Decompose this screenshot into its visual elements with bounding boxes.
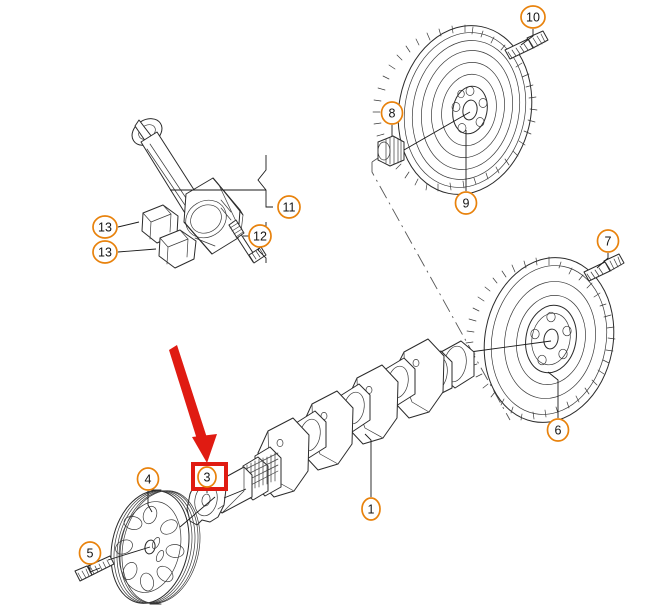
red-arrow bbox=[169, 345, 217, 463]
callout-10[interactable]: 10 bbox=[520, 5, 546, 29]
dmf-bolt-group bbox=[504, 30, 549, 60]
callout-1[interactable]: 1 bbox=[361, 497, 381, 521]
lower-leaders bbox=[89, 433, 372, 573]
pulley-lightening-holes bbox=[115, 505, 185, 592]
callout-3-highlighted[interactable]: 3 bbox=[197, 466, 217, 488]
callout-10-label: 10 bbox=[526, 11, 540, 25]
dmf-bolt-holes bbox=[451, 86, 488, 133]
upper-right-leaders bbox=[371, 29, 534, 421]
bearing-shells-group bbox=[141, 204, 197, 269]
callout-6-label: 6 bbox=[555, 424, 562, 438]
callout-7[interactable]: 7 bbox=[596, 229, 620, 253]
ring-gear-teeth-fw bbox=[465, 256, 616, 421]
callout-4[interactable]: 4 bbox=[136, 467, 160, 491]
callout-5[interactable]: 5 bbox=[78, 541, 102, 565]
highlight-layer: 3 bbox=[169, 345, 228, 491]
callout-13-lower-label: 13 bbox=[98, 246, 112, 260]
flywheel-bolt-holes bbox=[530, 311, 572, 366]
conrod-bolt-group bbox=[228, 219, 267, 264]
callout-4-label: 4 bbox=[145, 473, 152, 487]
callout-8-label: 8 bbox=[389, 107, 396, 121]
callout-9[interactable]: 9 bbox=[454, 191, 478, 215]
needle-bearing-bush-group bbox=[377, 135, 405, 167]
callout-8[interactable]: 8 bbox=[380, 101, 404, 125]
callout-12[interactable]: 12 bbox=[248, 224, 272, 248]
callout-7-label: 7 bbox=[605, 235, 612, 249]
flywheel-bolt-group bbox=[583, 253, 625, 282]
callout-layer: 10 8 9 7 11 12 13 13 bbox=[78, 5, 620, 565]
callout-1-label: 1 bbox=[368, 503, 375, 517]
callout-13-upper[interactable]: 13 bbox=[92, 215, 118, 239]
callout-6[interactable]: 6 bbox=[546, 418, 570, 442]
callout-13-upper-label: 13 bbox=[98, 221, 112, 235]
crankshaft-group bbox=[212, 338, 475, 514]
callout-12-label: 12 bbox=[253, 230, 267, 244]
callout-3-label: 3 bbox=[204, 471, 211, 485]
callout-9-label: 9 bbox=[463, 197, 470, 211]
flywheel-group bbox=[465, 256, 616, 423]
dual-mass-flywheel-group bbox=[372, 24, 538, 195]
callout-13-lower[interactable]: 13 bbox=[92, 240, 118, 264]
callout-11-label: 11 bbox=[283, 201, 296, 215]
callout-5-label: 5 bbox=[87, 547, 94, 561]
callout-11[interactable]: 11 bbox=[277, 195, 301, 219]
